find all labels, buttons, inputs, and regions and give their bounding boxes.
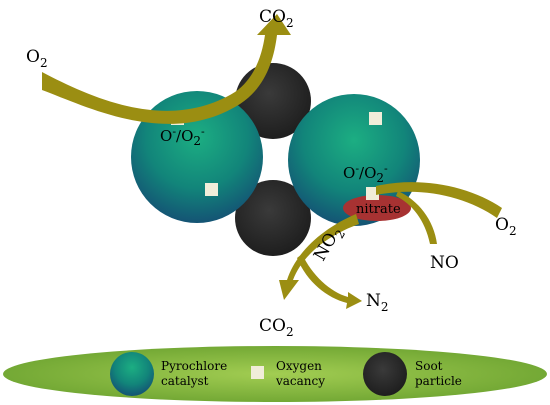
arrow-o2-right-inflow xyxy=(376,182,502,218)
nitrate-label: nitrate xyxy=(356,202,401,217)
arrow-nitrate-to-co2-bottom xyxy=(279,214,359,300)
pyrochlore-catalyst-left xyxy=(131,91,263,223)
oxygen-vacancy-left-bottom xyxy=(205,183,218,196)
legend-pyrochlore-swatch xyxy=(110,352,154,396)
legend-oxygen-vacancy-swatch xyxy=(251,366,264,379)
oxygen-species-label-left: O-/O2- xyxy=(160,125,205,148)
arrow-no-branch xyxy=(396,191,437,244)
arrow-no2-to-n2 xyxy=(297,254,362,309)
svg-text:O-/O2-: O-/O2- xyxy=(343,162,388,185)
legend-pyrochlore-label-1: Pyrochlore xyxy=(161,359,227,373)
n2-label: N2 xyxy=(366,291,389,314)
co2-top-label: CO2 xyxy=(259,7,294,30)
svg-text:O-/O2-: O-/O2- xyxy=(160,125,205,148)
legend-pyrochlore-label-2: catalyst xyxy=(161,374,209,388)
no-label: NO xyxy=(430,253,459,273)
legend-soot-swatch xyxy=(363,352,407,396)
legend: Pyrochlore catalyst Oxygen vacancy Soot … xyxy=(3,346,547,402)
arrow-o2-to-co2-top xyxy=(42,14,291,124)
o2-right-label: O2 xyxy=(495,215,517,238)
legend-soot-label-2: particle xyxy=(415,374,462,388)
co2-bottom-label: CO2 xyxy=(259,316,294,339)
legend-soot-label-1: Soot xyxy=(415,359,443,373)
o2-left-label: O2 xyxy=(26,47,48,70)
legend-background xyxy=(3,346,547,402)
soot-particle-bottom xyxy=(235,180,311,256)
oxygen-vacancy-right-bottom xyxy=(366,187,379,200)
oxygen-species-label-right: O-/O2- xyxy=(343,162,388,185)
oxygen-vacancy-right-top xyxy=(369,112,382,125)
nitrate-region xyxy=(343,195,411,221)
legend-oxygen-label-2: vacancy xyxy=(275,374,325,388)
legend-oxygen-label-1: Oxygen xyxy=(276,359,322,373)
